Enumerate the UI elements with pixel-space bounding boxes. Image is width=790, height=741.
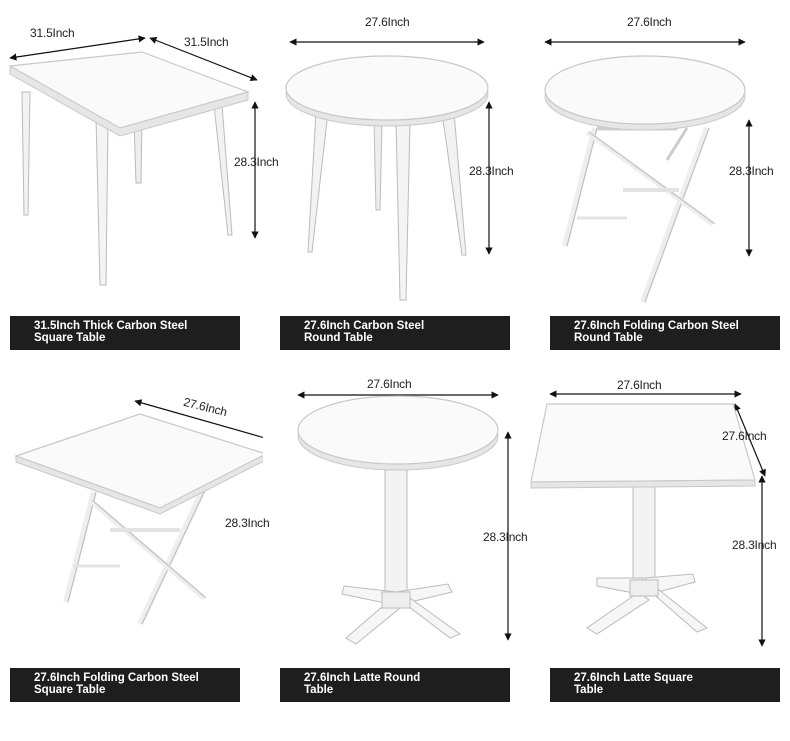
height-dimension-label: 28.3Inch <box>732 538 777 552</box>
folding-square-table-image <box>14 399 263 626</box>
product-caption: 27.6Inch Carbon Steel Round Table <box>280 316 510 350</box>
caption-line-2: Table <box>574 684 604 696</box>
height-dimension-label: 28.3Inch <box>469 164 514 178</box>
caption-line-1: 27.6Inch Folding Carbon Steel <box>34 672 199 684</box>
caption-line-1: 27.6Inch Latte Round <box>304 672 421 684</box>
product-card-folding-square-table: 27.6Inch 28.3Inch 27.6Inch Folding Carbo… <box>0 370 270 740</box>
diameter-dimension-label: 27.6Inch <box>627 15 672 29</box>
caption-line-1: 27.6Inch Carbon Steel <box>304 320 425 332</box>
caption-line-1: 27.6Inch Latte Square <box>574 672 693 684</box>
caption-line-2: Round Table <box>304 332 373 344</box>
latte-square-table-image <box>530 390 766 647</box>
caption-line-1: 27.6Inch Folding Carbon Steel <box>574 320 739 332</box>
caption-line-2: Square Table <box>34 332 106 344</box>
depth-dimension-label: 31.5Inch <box>184 35 229 49</box>
product-caption: 31.5Inch Thick Carbon Steel Square Table <box>10 316 240 350</box>
product-caption: 27.6Inch Latte Round Table <box>280 668 510 702</box>
diameter-dimension-label: 27.6Inch <box>365 15 410 29</box>
caption-line-1: 31.5Inch Thick Carbon Steel <box>34 320 188 332</box>
product-caption: 27.6Inch Folding Carbon Steel Square Tab… <box>10 668 240 702</box>
latte-round-table-image <box>297 391 512 645</box>
product-card-folding-round-table: 27.6Inch 28.3Inch 27.6Inch Folding Carbo… <box>527 0 790 370</box>
depth-dimension-label: 27.6Inch <box>722 429 767 443</box>
width-dimension-label: 31.5Inch <box>30 26 75 40</box>
product-caption: 27.6Inch Latte Square Table <box>550 668 780 702</box>
height-dimension-label: 28.3Inch <box>729 164 774 178</box>
diameter-dimension-label: 27.6Inch <box>367 377 412 391</box>
height-dimension-label: 28.3Inch <box>483 530 528 544</box>
caption-line-2: Table <box>304 684 334 696</box>
square-table-image <box>8 35 259 286</box>
product-card-latte-square-table: 27.6Inch 27.6Inch 28.3Inch 27.6Inch Latt… <box>527 370 790 740</box>
caption-line-2: Round Table <box>574 332 643 344</box>
height-dimension-label: 28.3Inch <box>225 516 270 530</box>
height-dimension-label: 28.3Inch <box>234 155 279 169</box>
folding-round-table-image <box>544 38 753 304</box>
product-card-square-table: 31.5Inch 31.5Inch 28.3Inch 31.5Inch Thic… <box>0 0 279 370</box>
product-card-latte-round-table: 27.6Inch 28.3Inch 27.6Inch Latte Round T… <box>270 370 533 740</box>
width-dimension-label: 27.6Inch <box>617 378 662 392</box>
round-table-image <box>285 38 493 301</box>
product-card-round-table: 27.6Inch 28.3Inch 27.6Inch Carbon Steel … <box>270 0 533 370</box>
product-caption: 27.6Inch Folding Carbon Steel Round Tabl… <box>550 316 780 350</box>
caption-line-2: Square Table <box>34 684 106 696</box>
